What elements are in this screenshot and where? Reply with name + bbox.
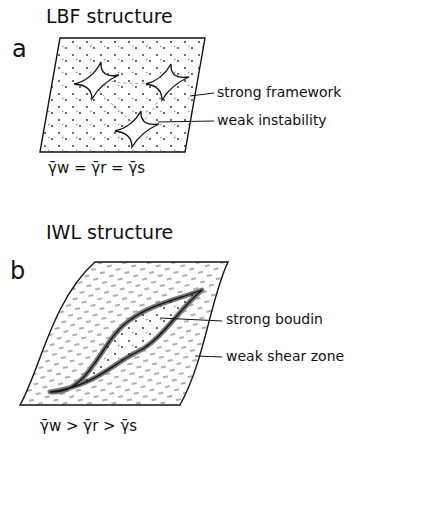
panel-title: IWL structure [46, 222, 173, 244]
panel-b [0, 250, 260, 420]
part-label: weak instability [217, 112, 327, 128]
panel-letter: a [12, 36, 27, 64]
strain-relation: γ̄w > γ̄r > γ̄s [40, 418, 137, 435]
part-label: strong framework [217, 84, 341, 100]
panel-a [40, 38, 214, 152]
strain-relation: γ̄w = γ̄r = γ̄s [48, 160, 145, 177]
part-label: weak shear zone [226, 348, 344, 364]
part-label: strong boudin [226, 311, 323, 327]
panel-title: LBF structure [46, 6, 173, 28]
panel-letter: b [10, 258, 25, 286]
